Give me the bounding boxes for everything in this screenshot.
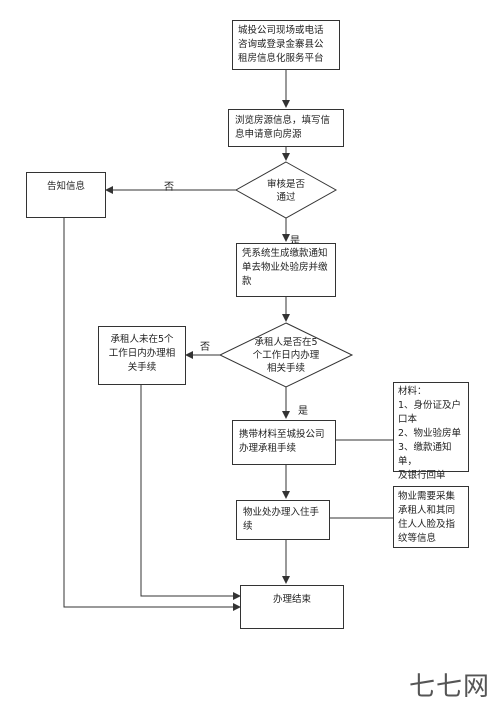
materials-line-6: 及银行回单	[398, 470, 446, 481]
review-decision-text: 审核是否 通过	[250, 178, 322, 204]
property-line-4: 纹等信息	[398, 533, 437, 544]
movein-box: 物业处办理入住手 续	[236, 500, 330, 540]
review-line-1: 审核是否	[266, 179, 305, 190]
contract-line-1: 携带材料至城投公司	[239, 429, 325, 440]
not-done-line-3: 关手续	[127, 362, 157, 373]
deadline-line-2: 个工作日内办理	[252, 350, 320, 361]
arrow-notdone-to-end	[140, 385, 241, 600]
materials-line-2: 1、身份证及户	[398, 400, 462, 411]
review-line-2: 通过	[276, 192, 296, 203]
review-yes-label: 是	[290, 236, 300, 247]
contract-box: 携带材料至城投公司 办理承租手续	[232, 420, 336, 465]
deadline-no-label: 否	[200, 342, 210, 353]
materials-line-3: 口本	[398, 414, 418, 425]
not-done-line-2: 工作日内办理相	[108, 348, 176, 359]
deadline-decision-text: 承租人是否在5 个工作日内办理 相关手续	[250, 336, 322, 375]
materials-line-5: 3、缴款通知单，	[398, 442, 452, 467]
notify-box-text: 告知信息	[46, 181, 85, 192]
review-no-label: 否	[164, 182, 174, 193]
arrow-notify-to-end	[63, 218, 241, 611]
start-box: 城投公司现场或电话 咨询或登录金寨县公 租房信息化服务平台	[232, 20, 340, 70]
materials-line-4: 2、物业验房单	[398, 428, 462, 439]
end-box-text: 办理结束	[272, 594, 311, 605]
movein-line-1: 物业处办理入住手	[243, 507, 320, 518]
movein-line-2: 续	[243, 521, 253, 532]
payment-box-line-1: 凭系统生成缴款通知	[242, 248, 328, 259]
deadline-line-1: 承租人是否在5	[254, 337, 318, 348]
payment-box-line-3: 款	[242, 276, 252, 287]
browse-box-line-2: 息申请意向房源	[235, 129, 302, 140]
payment-box: 凭系统生成缴款通知 单去物业处验房并缴 款	[236, 243, 336, 297]
not-done-line-1: 承租人未在5个	[110, 334, 174, 345]
notify-box: 告知信息	[26, 172, 106, 218]
start-box-line-1: 城投公司现场或电话	[238, 25, 324, 36]
property-line-3: 住人人脸及指	[398, 519, 456, 530]
materials-note: 材料： 1、身份证及户 口本 2、物业验房单 3、缴款通知单， 及银行回单	[393, 382, 469, 481]
watermark-logo: 七七网	[408, 672, 490, 702]
browse-box: 浏览房源信息，填写信 息申请意向房源	[228, 109, 344, 147]
browse-box-line-1: 浏览房源信息，填写信	[235, 115, 331, 126]
end-box: 办理结束	[240, 585, 344, 629]
contract-line-2: 办理承租手续	[239, 443, 297, 454]
property-note: 物业需要采集 承租人和其同 住人人脸及指 纹等信息	[393, 486, 469, 548]
start-box-line-2: 咨询或登录金寨县公	[238, 39, 324, 50]
property-line-1: 物业需要采集	[398, 491, 456, 502]
deadline-yes-label: 是	[298, 406, 308, 417]
payment-box-line-2: 单去物业处验房并缴	[242, 262, 328, 273]
deadline-line-3: 相关手续	[266, 363, 305, 374]
materials-line-1: 材料：	[398, 386, 427, 397]
property-line-2: 承租人和其同	[398, 505, 456, 516]
not-done-box: 承租人未在5个 工作日内办理相 关手续	[98, 326, 186, 385]
start-box-line-3: 租房信息化服务平台	[238, 53, 324, 64]
